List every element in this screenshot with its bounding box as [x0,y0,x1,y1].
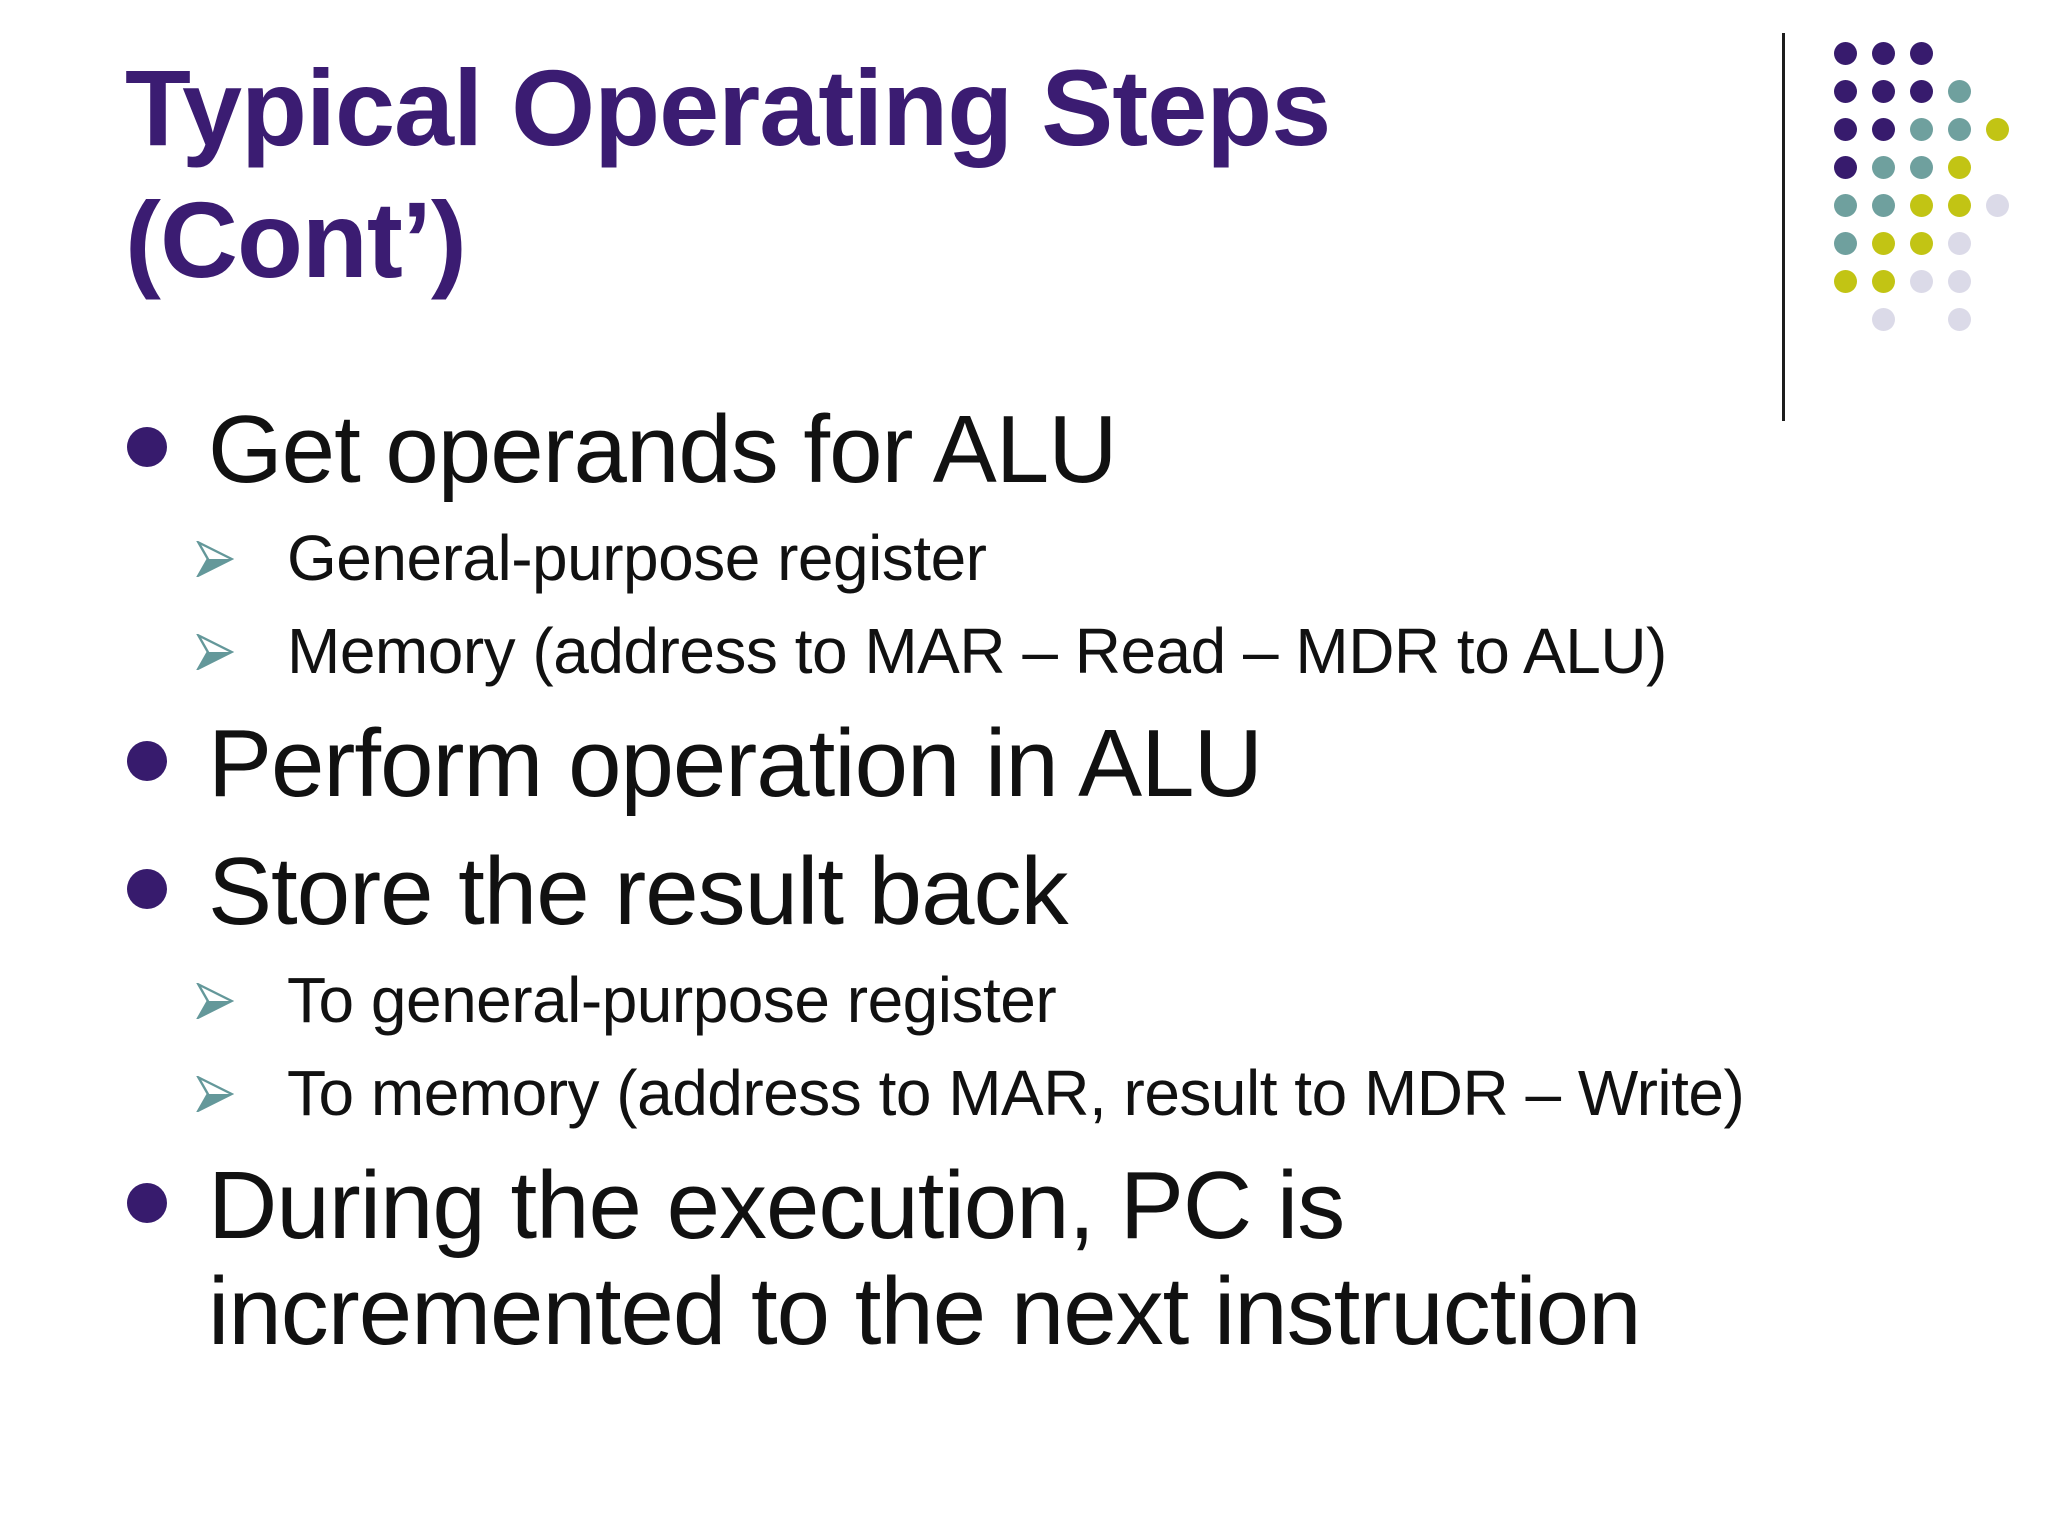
decor-dot [1871,117,1895,141]
bullet-text: During the execution, PC is incremented … [208,1152,1641,1365]
bullet-dot-icon [127,839,208,945]
decor-dot [1909,79,1933,103]
decor-dot [1947,269,1971,293]
bullet-item: During the execution, PC is incremented … [0,1153,2018,1365]
decor-dot [1871,307,1895,331]
bullet-item: To memory (address to MAR, result to MDR… [0,1048,2018,1139]
slide-title: Typical Operating Steps (Cont’) [125,42,1331,306]
decor-dot [1947,155,1971,179]
bullet-text: To general-purpose register [287,964,1057,1036]
decor-dot [1833,41,1857,65]
decor-dot [1947,307,1971,331]
bullet-dot-icon [127,397,208,503]
title-line-1: Typical Operating Steps [125,47,1331,168]
decor-dot [1833,79,1857,103]
bullet-item: To general-purpose register [0,955,2018,1046]
decor-dot [1985,117,2009,141]
decor-dot [1947,231,1971,255]
bullet-dot-icon [127,711,208,817]
bullet-item: Perform operation in ALU [0,711,2018,817]
decor-dot [1947,117,1971,141]
decor-dot [1833,117,1857,141]
bullet-text: Get operands for ALU [208,396,1118,503]
decor-dot [1833,193,1857,217]
decor-dot [1909,155,1933,179]
arrow-bullet-icon [196,606,287,697]
decor-dot [1871,79,1895,103]
arrow-bullet-icon [196,1048,287,1139]
decor-dot [1909,231,1933,255]
decor-dot [1947,79,1971,103]
bullet-item: Store the result back [0,839,2018,945]
decor-dot [1871,231,1895,255]
decor-dot [1909,193,1933,217]
decor-dot [1871,41,1895,65]
bullet-list: Get operands for ALU General-purpose reg… [0,397,2018,1365]
decor-dot [1909,269,1933,293]
decor-dot [1833,269,1857,293]
decor-dot [1947,193,1971,217]
bullet-text: Store the result back [208,838,1068,945]
decor-dot [1833,231,1857,255]
title-line-2: (Cont’) [125,179,467,300]
decor-dot [1909,41,1933,65]
decor-dot [1871,155,1895,179]
divider-line [1782,33,1785,421]
decor-dot [1871,193,1895,217]
bullet-dot-icon [127,1153,208,1259]
bullet-item: General-purpose register [0,513,2018,604]
bullet-text: General-purpose register [287,522,987,594]
decor-dot [1985,193,2009,217]
decor-dot [1871,269,1895,293]
arrow-bullet-icon [196,513,287,604]
decor-dots [1826,34,2016,338]
bullet-item: Memory (address to MAR – Read – MDR to A… [0,606,2018,697]
decor-dot [1909,117,1933,141]
arrow-bullet-icon [196,955,287,1046]
bullet-text: To memory (address to MAR, result to MDR… [287,1057,1745,1129]
bullet-text: Memory (address to MAR – Read – MDR to A… [287,615,1667,687]
decor-dot [1833,155,1857,179]
bullet-item: Get operands for ALU [0,397,2018,503]
bullet-text: Perform operation in ALU [208,710,1263,817]
